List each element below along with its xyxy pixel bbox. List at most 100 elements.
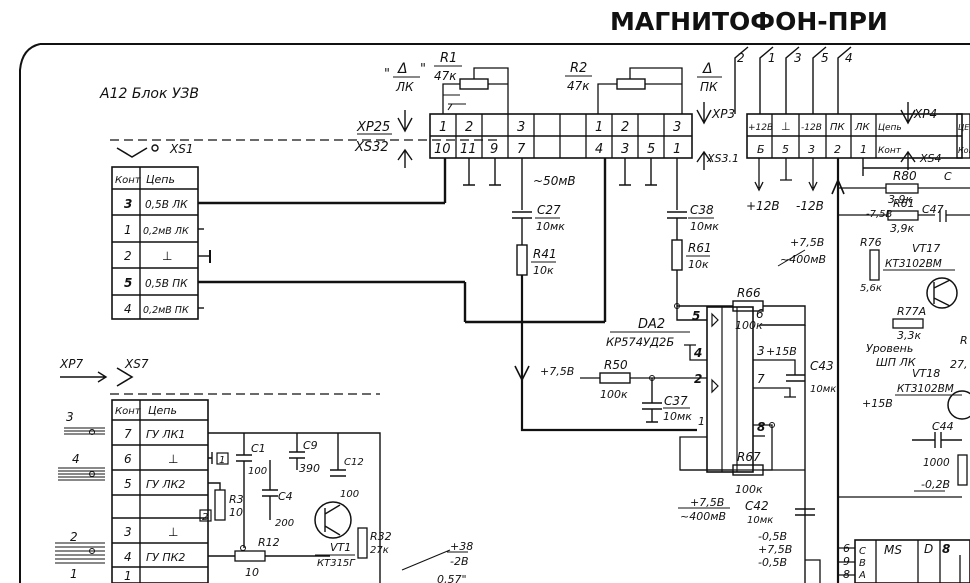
da2-pin: 5 xyxy=(692,309,700,323)
r67-feedback: R67 100к xyxy=(680,450,805,496)
node-marker: 1 xyxy=(219,455,225,466)
r61-value: 10к xyxy=(688,258,709,271)
da2-pin: 8 xyxy=(757,420,765,434)
strip-top-pin: 3 xyxy=(673,120,681,135)
vt1-type: КТ315Г xyxy=(317,558,356,569)
xp4-pin: ⊥ xyxy=(781,120,791,133)
p15v-label: +15В xyxy=(766,345,797,358)
xs7-header-kont: Конт xyxy=(115,406,142,417)
c38-value: 10мк xyxy=(690,220,719,233)
c43-value: 10мк xyxy=(810,384,836,395)
xs7-row-tsep: ГУ ЛК2 xyxy=(146,478,185,491)
r50-name: R50 xyxy=(604,358,628,372)
xp4-pin: Цепь xyxy=(878,123,902,133)
m12v-label: -12В xyxy=(796,199,824,213)
da2-pin: 7 xyxy=(757,372,765,386)
strip-bottom-pin: 9 xyxy=(490,142,498,157)
xs1-row-tsep: 0,2мВ ЛК xyxy=(143,226,190,237)
quote-mark: " xyxy=(384,67,390,82)
da2-pin: 4 xyxy=(693,346,702,360)
r50-c37-bias: +7,5В R50 100к C37 10мк xyxy=(540,358,707,423)
r1-potentiometer: Δ " " ЛК R1 47к xyxy=(384,51,509,114)
strip-top-pin: 3 xyxy=(517,120,525,135)
vt18-type: КТ3102ВМ xyxy=(897,383,954,395)
m02v-label: -0,2В xyxy=(921,478,950,491)
r61b-value: 3,9к xyxy=(890,222,914,235)
m2b-label: -2В xyxy=(450,555,469,568)
wire-number: 4 xyxy=(845,51,853,65)
xs1-row-kont: 3 xyxy=(124,197,132,211)
c42-output: +7,5В ~400мВ C42 10мк -0,5В +7,5В -0,5В xyxy=(678,496,815,569)
c44-name: C44 xyxy=(932,420,954,433)
r3-value: 10 xyxy=(229,506,243,519)
cable-number: 1 xyxy=(70,567,78,581)
r41-value: 10к xyxy=(533,264,554,277)
r61-name: R61 xyxy=(688,241,712,255)
da2-type: КР574УД2Б xyxy=(606,335,674,349)
xp4-extra-pin: ЦЕП xyxy=(958,123,970,132)
quote-mark: " xyxy=(420,62,426,77)
r80-value: 3,9к xyxy=(888,193,912,206)
xs7-row-kont: 7 xyxy=(124,427,132,441)
ms-pin: А xyxy=(858,570,866,581)
r1-value: 47к xyxy=(434,69,457,83)
c9-value: 390 xyxy=(299,462,320,475)
xs1-row-tsep: 0,5В ПК xyxy=(145,278,188,290)
r77a-value: 3,3к xyxy=(897,329,921,342)
r32-value: 27к xyxy=(370,545,389,556)
p75v-label: +7,5В xyxy=(790,236,824,249)
strip-bottom-pin: 3 xyxy=(621,142,629,157)
xs4-pin: 5 xyxy=(782,143,789,156)
right-section: R80 C 3,9к -7,5В R61 3,9к C47 R76 5,6к V… xyxy=(838,169,970,498)
da2-pin: 2 xyxy=(694,372,702,386)
wire-number: 1 xyxy=(768,51,776,65)
p15v-label: +15В xyxy=(862,397,893,410)
xs1-header-kont: Конт xyxy=(115,175,142,186)
r12-value: 10 xyxy=(245,566,259,579)
strip-bottom-pin: 7 xyxy=(517,142,526,157)
c42-value: 10мк xyxy=(747,515,773,526)
xs4-extra-pin: Кон xyxy=(958,146,970,155)
c43-capacitor: C43 10мк xyxy=(786,359,836,395)
xs4-pin: Конт xyxy=(878,146,902,156)
r2-name: R2 xyxy=(570,61,587,76)
c27-name: C27 xyxy=(537,203,561,217)
ms-chip: C В А MS D 8 6 9 8 xyxy=(805,539,970,583)
m400mv-label: ~400мВ xyxy=(680,510,726,523)
xp25-label: XP25 xyxy=(356,120,390,135)
xs7-connector: XP7 XS7 Конт Цепь 7 ГУ ЛК1 6 ⊥ 5 ГУ ЛК2 … xyxy=(55,357,473,583)
vt17-name: VT17 xyxy=(912,242,940,255)
uroven-label: Уровень xyxy=(866,342,913,355)
da2-pin: 1 xyxy=(698,415,705,428)
wire-number: 3 xyxy=(794,51,802,65)
delta-label: Δ xyxy=(702,61,713,77)
c37-value: 10мк xyxy=(663,410,692,423)
lk-label: ЛК xyxy=(395,80,414,94)
wire-number: 5 xyxy=(821,51,829,65)
xp25-connector-strip: XP25 XS32 1 2 3 1 2 3 10 11 9 7 4 3 5 1 … xyxy=(354,102,739,186)
ms-label: MS xyxy=(884,543,902,557)
c37-name: C37 xyxy=(664,394,688,408)
xs7-row-kont: 4 xyxy=(124,550,132,564)
xs4-pin: 1 xyxy=(860,143,867,156)
c38-name: C38 xyxy=(690,203,714,217)
c4-value: 200 xyxy=(275,518,294,529)
r61b-name: R61 xyxy=(893,197,915,210)
xs7-row-tsep: ⊥ xyxy=(168,525,178,539)
r-label: R xyxy=(960,334,968,347)
cable-number: 4 xyxy=(72,452,80,466)
da2-name: DA2 xyxy=(638,317,665,332)
c12-value: 100 xyxy=(340,489,359,500)
r41-name: R41 xyxy=(533,247,557,261)
m400mv-label: ~400мВ xyxy=(780,253,826,266)
node-marker: 2 xyxy=(202,512,208,523)
delta-label: Δ xyxy=(397,61,408,77)
xs7-row-kont: 6 xyxy=(124,452,132,466)
xs7-row-kont: 1 xyxy=(124,569,132,583)
xs7-label: XS7 xyxy=(124,357,149,371)
left-signal-path: ~50мВ C27 10мк R41 10к xyxy=(512,158,697,432)
strip-top-pin: 2 xyxy=(621,120,629,135)
strip-bottom-pin: 1 xyxy=(673,142,681,157)
xs4-label: XS4 xyxy=(919,152,942,165)
